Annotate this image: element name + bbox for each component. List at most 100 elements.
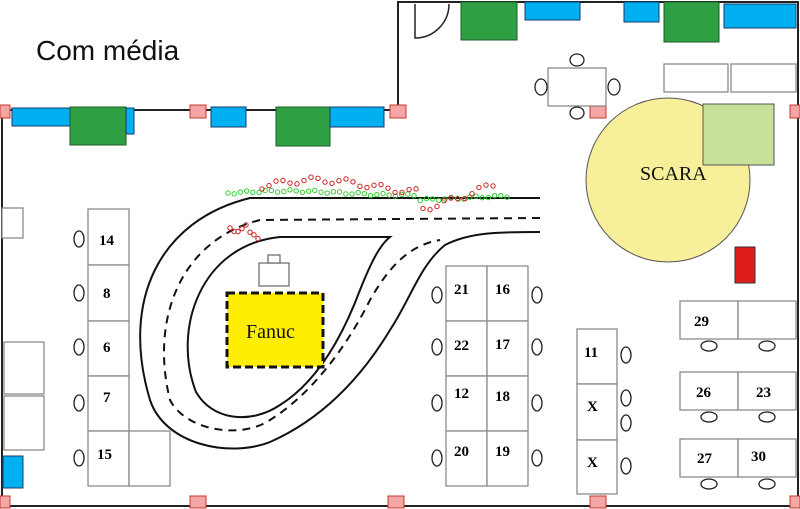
station-20: 20	[454, 444, 469, 460]
plan-title: Com média	[36, 35, 180, 66]
trail-marker-green	[361, 190, 368, 197]
trail-marker-red	[315, 175, 321, 182]
trail-marker-red	[357, 183, 363, 190]
trail-marker-red	[251, 232, 257, 238]
trail-marker-red	[434, 203, 440, 210]
trail-marker-green	[299, 189, 306, 196]
station-23: 23	[756, 385, 771, 401]
trail-marker-red	[406, 186, 412, 193]
trail-marker-green	[268, 187, 275, 194]
trail-marker-green	[473, 193, 479, 199]
trail-marker-red	[378, 181, 384, 188]
station-21: 21	[454, 282, 469, 298]
trail-marker-green	[225, 190, 231, 196]
trail-marker-red	[392, 189, 398, 196]
trail-marker-red	[413, 186, 419, 192]
trail-marker-green	[417, 197, 423, 204]
station-x-upper: X	[587, 399, 598, 415]
trail-marker-green	[336, 189, 343, 195]
trail-marker-green	[454, 195, 461, 202]
station-19: 19	[495, 444, 510, 460]
trail-marker-red	[364, 184, 370, 191]
trail-marker-red	[350, 179, 356, 185]
trail-marker-red	[427, 207, 433, 213]
trail-marker-red	[462, 195, 468, 202]
station-8: 8	[103, 286, 111, 302]
trail-marker-red	[329, 180, 335, 186]
trail-marker-red	[420, 205, 426, 212]
trail-marker-green	[485, 194, 492, 201]
trail-marker-red	[266, 182, 272, 189]
station-16: 16	[495, 282, 511, 298]
trail-marker-red	[385, 185, 391, 191]
top-right-cabinets	[663, 63, 797, 93]
trail-marker-green	[324, 190, 330, 196]
trail-marker-red	[273, 178, 279, 184]
wall-pillars	[0, 104, 800, 509]
station-22: 22	[454, 338, 469, 354]
trail-marker-red	[441, 198, 447, 204]
trail-marker-green	[262, 187, 268, 194]
station-group-right	[679, 300, 797, 490]
fanuc-label: Fanuc	[246, 321, 295, 343]
station-14: 14	[99, 233, 115, 249]
trail-marker-red	[235, 228, 241, 235]
trail-marker-green	[498, 192, 504, 199]
trail-marker-red	[343, 176, 349, 182]
station-12: 12	[454, 386, 469, 402]
trail-marker-green	[305, 188, 312, 194]
left-wall-cabinets	[3, 341, 45, 451]
station-27: 27	[697, 451, 713, 467]
trail-marker-green	[231, 191, 237, 197]
station-7: 7	[103, 390, 111, 406]
left-wall-box	[1, 207, 24, 239]
station-17: 17	[495, 337, 511, 353]
scara-fixture	[702, 103, 775, 166]
fanuc-zone	[225, 291, 325, 369]
trail-marker-green	[423, 195, 430, 202]
trail-marker-green	[281, 188, 287, 195]
trail-marker-red	[399, 189, 405, 196]
station-26: 26	[696, 385, 712, 401]
trail-marker-red	[247, 229, 253, 235]
trail-marker-green	[243, 188, 250, 194]
red-cabinet	[734, 246, 756, 284]
trail-marker-green	[374, 191, 380, 198]
trail-marker-green	[330, 188, 337, 195]
trail-marker-red	[448, 195, 454, 201]
trail-marker-green	[287, 187, 293, 193]
trail-marker-green	[343, 191, 349, 197]
station-x-lower: X	[587, 455, 598, 471]
trail-marker-green	[293, 188, 299, 194]
trail-marker-green	[367, 192, 374, 199]
trail-marker-green	[386, 192, 392, 198]
wall-equipment	[2, 1, 797, 489]
trail-marker-green	[436, 197, 442, 203]
trail-marker-green	[491, 192, 498, 199]
trail-marker-red	[455, 196, 461, 202]
trail-marker-red	[483, 182, 489, 188]
trail-marker-green	[349, 191, 355, 197]
trail-marker-red	[490, 183, 496, 189]
trail-marker-red	[259, 186, 265, 192]
trail-marker-red	[371, 182, 377, 188]
trail-marker-green	[380, 190, 386, 197]
trail-marker-green	[429, 196, 436, 202]
trail-marker-red	[322, 179, 328, 185]
robot-marker	[258, 254, 290, 287]
station-group-left	[73, 208, 171, 487]
station-30: 30	[751, 449, 766, 465]
station-6: 6	[103, 340, 111, 356]
trail-marker-green	[405, 191, 411, 197]
station-group-column	[576, 328, 632, 495]
trail-marker-green	[237, 189, 244, 195]
agv-track	[139, 197, 541, 450]
trail-marker-red	[255, 235, 261, 242]
trail-marker-green	[479, 194, 485, 201]
station-11: 11	[584, 345, 598, 361]
trail-marker-green	[312, 187, 318, 194]
trajectory-red	[227, 174, 496, 242]
station-group-middle	[431, 265, 543, 487]
trail-marker-red	[239, 225, 245, 232]
